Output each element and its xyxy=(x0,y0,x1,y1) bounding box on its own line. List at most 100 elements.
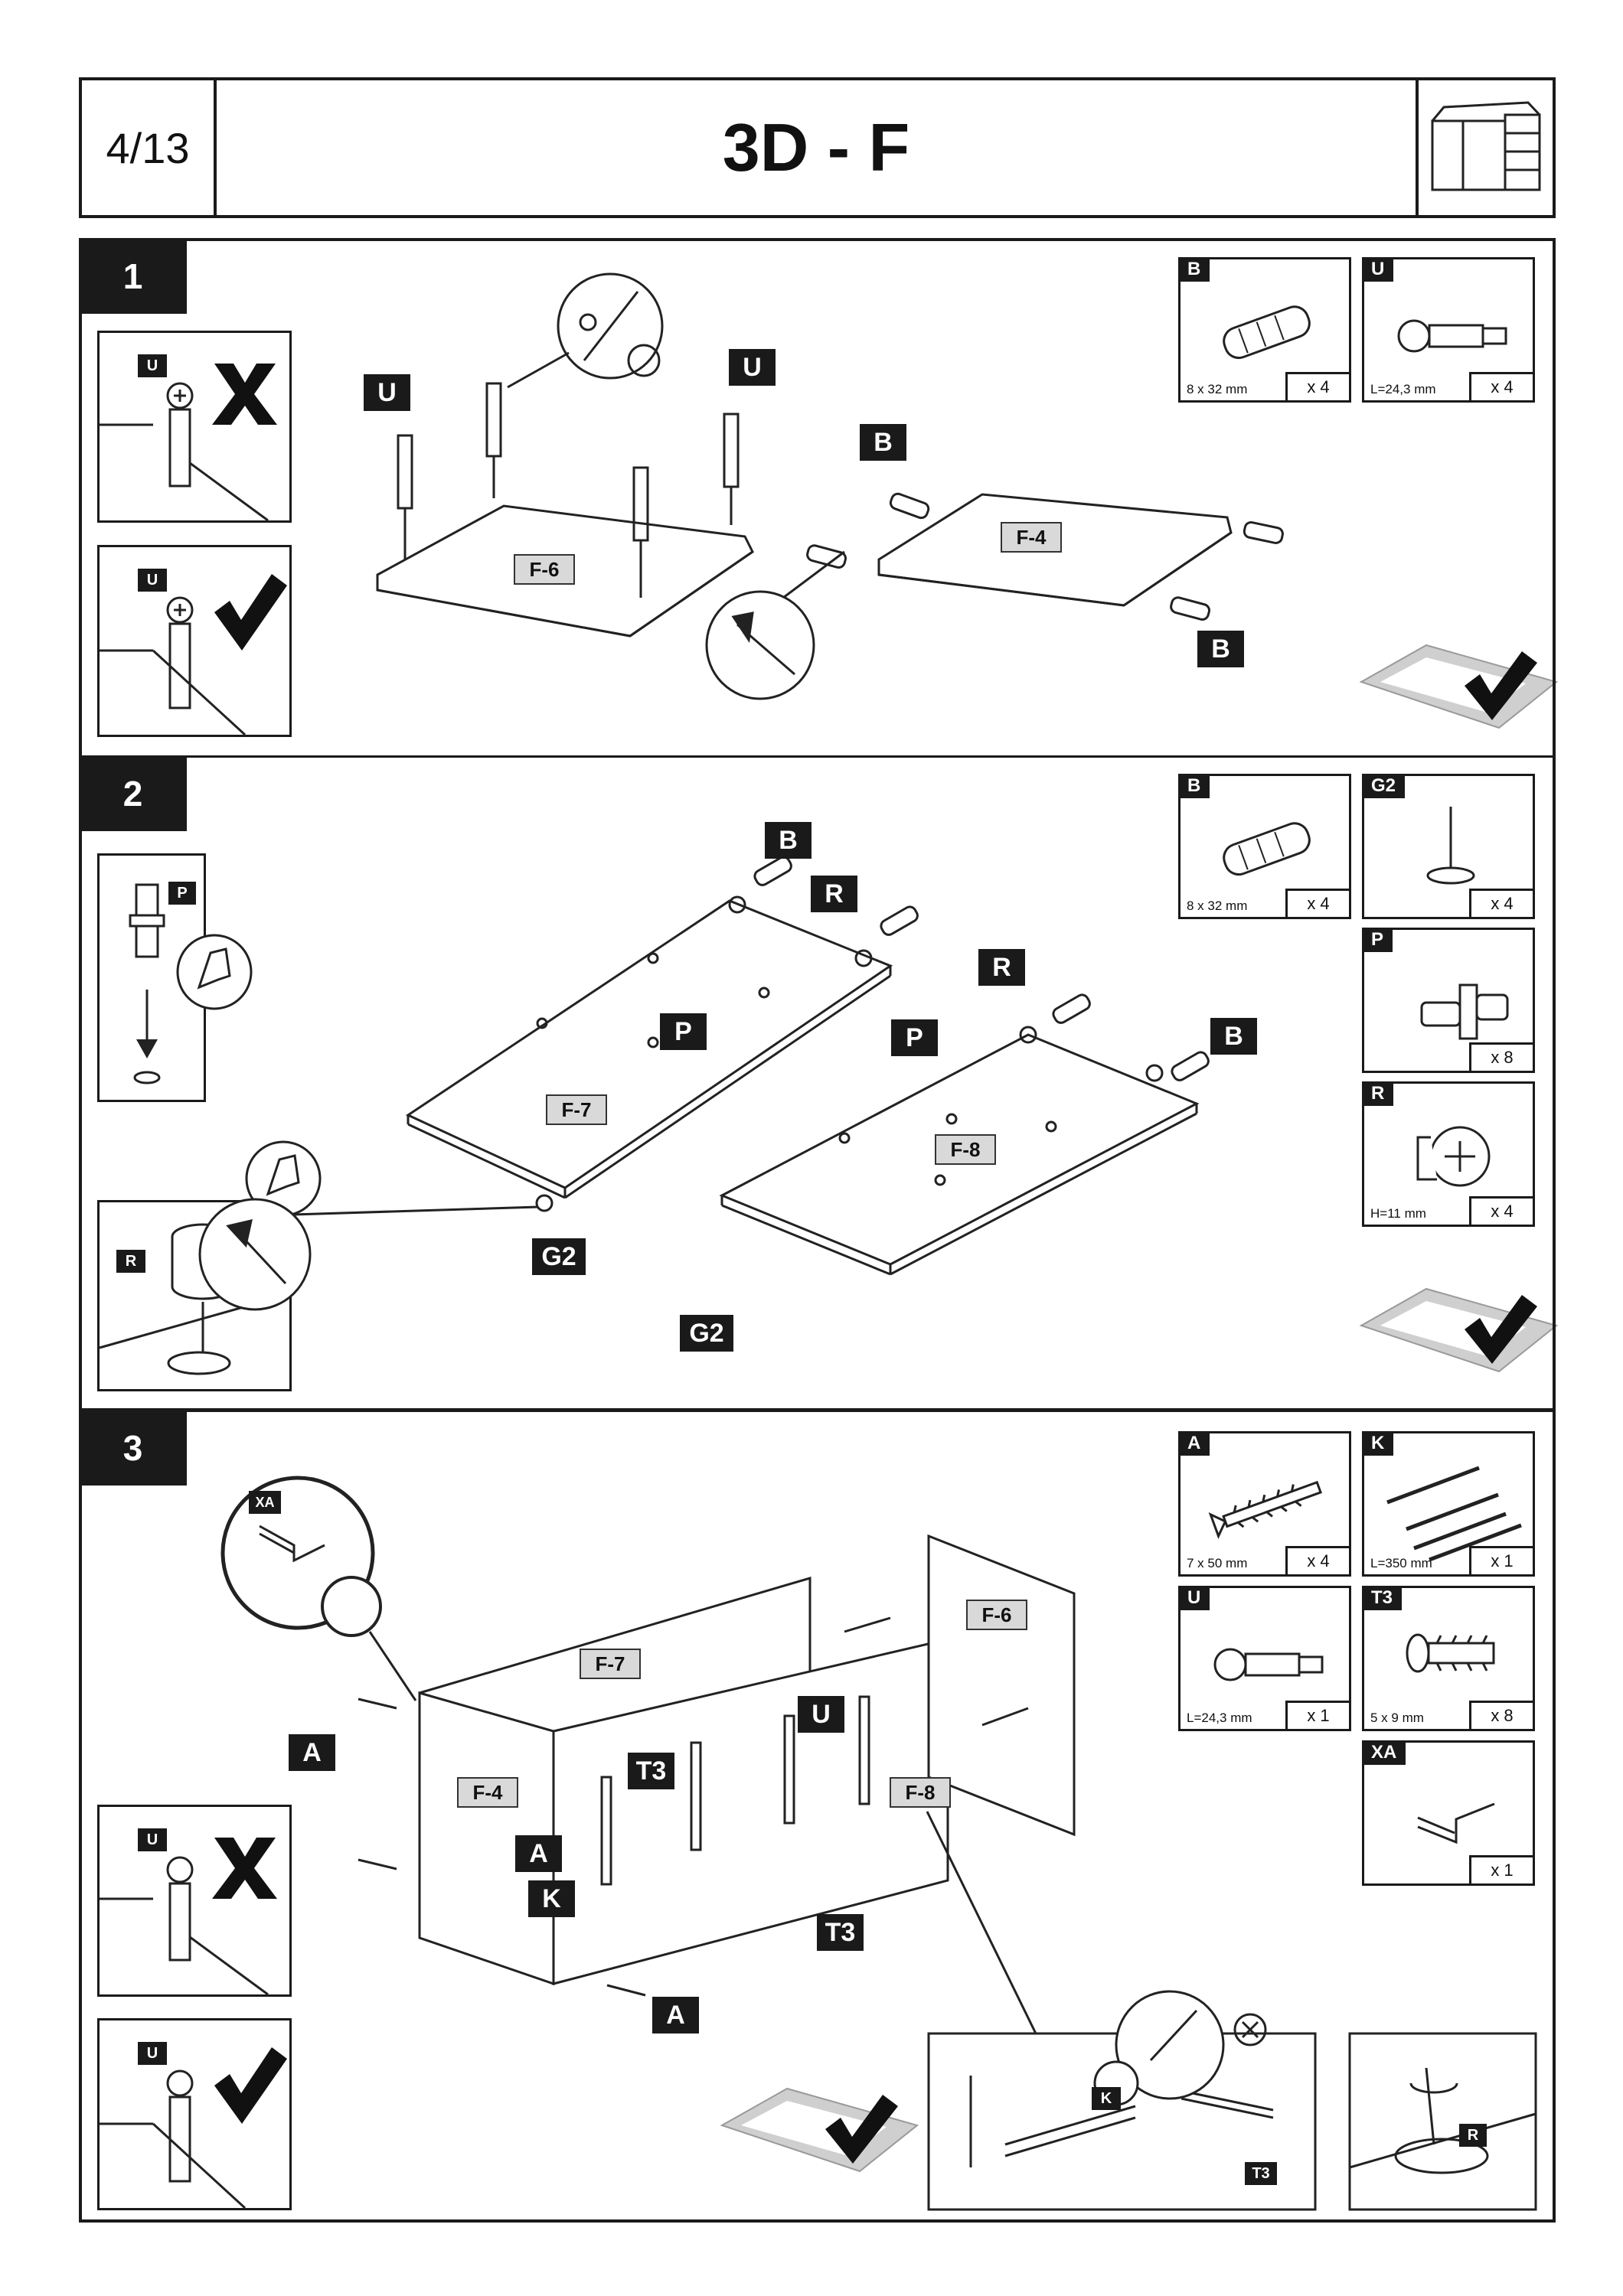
cam-bolt-correct-drawing xyxy=(100,574,287,736)
dowel-icon xyxy=(1223,305,1311,360)
inset-tag: XA xyxy=(249,1491,281,1514)
cross-icon xyxy=(212,364,277,425)
part-code: R xyxy=(1362,1081,1394,1106)
confirmat-screw-icon xyxy=(1208,1480,1322,1539)
part-box: T3 5 x 9 mm x 8 xyxy=(1362,1586,1535,1731)
inset-tag: K xyxy=(1092,2087,1121,2110)
part-tag: A xyxy=(289,1734,335,1771)
part-qty: x 1 xyxy=(1469,1855,1535,1886)
step-number: 2 xyxy=(79,755,187,831)
part-tag: A xyxy=(515,1835,562,1872)
part-box: XA x 1 xyxy=(1362,1740,1535,1886)
inset-tag: P xyxy=(168,882,196,905)
part-box: P x 8 xyxy=(1362,928,1535,1073)
panel-label: F-8 xyxy=(890,1777,951,1808)
part-box: R H=11 mm x 4 xyxy=(1362,1081,1535,1227)
wrong-insertion-inset: U xyxy=(97,1805,292,1997)
product-icon-cell xyxy=(1416,77,1556,218)
part-spec: L=350 mm xyxy=(1370,1556,1432,1570)
part-qty: x 4 xyxy=(1285,372,1351,403)
cam-bolt-correct-drawing xyxy=(100,2047,287,2210)
panel-label: F-8 xyxy=(935,1134,996,1165)
inset-tag: U xyxy=(138,354,167,377)
part-box: U L=24,3 mm x 4 xyxy=(1362,257,1535,403)
panel-label: F-6 xyxy=(514,554,575,585)
hex-key-icon xyxy=(1417,1802,1495,1844)
inset-tag: U xyxy=(138,569,167,592)
completed-check-icon xyxy=(720,2087,919,2173)
part-code: A xyxy=(1178,1431,1210,1456)
inset-tag: T3 xyxy=(1245,2162,1277,2185)
part-spec: 7 x 50 mm xyxy=(1187,1556,1248,1570)
part-tag: B xyxy=(1197,631,1244,667)
part-spec: L=24,3 mm xyxy=(1370,382,1436,396)
part-tag: A xyxy=(652,1997,699,2033)
completed-check-icon xyxy=(1359,644,1559,729)
part-qty: x 8 xyxy=(1469,1701,1535,1731)
cam-bolt-wrong-drawing xyxy=(100,364,277,522)
cam-bolt-wrong-drawing xyxy=(100,1838,277,1996)
part-spec: 8 x 32 mm xyxy=(1187,382,1248,396)
inset-tag: U xyxy=(138,1828,167,1851)
panel-label: F-7 xyxy=(580,1649,641,1679)
page-number: 4/13 xyxy=(106,123,190,172)
part-spec: H=11 mm xyxy=(1370,1206,1426,1221)
part-tag: B xyxy=(860,424,906,461)
part-code: XA xyxy=(1362,1740,1406,1765)
part-spec: 8 x 32 mm xyxy=(1187,899,1248,913)
part-tag: K xyxy=(528,1880,575,1917)
part-box: B 8 x 32 mm x 4 xyxy=(1178,257,1351,403)
inset-tag: R xyxy=(116,1250,145,1273)
correct-insertion-inset: U xyxy=(97,545,292,737)
shelf-pin-inset: P xyxy=(97,853,206,1102)
step-number: 1 xyxy=(79,238,187,314)
part-code: T3 xyxy=(1362,1586,1403,1610)
part-qty: x 1 xyxy=(1469,1546,1535,1577)
part-qty: x 4 xyxy=(1469,372,1535,403)
part-code: U xyxy=(1362,257,1394,282)
part-code: B xyxy=(1178,257,1210,282)
part-code: U xyxy=(1178,1586,1210,1610)
cam-lock-icon xyxy=(1416,1126,1491,1187)
part-tag: P xyxy=(891,1019,938,1056)
dowel-icon xyxy=(1223,822,1311,876)
part-tag: G2 xyxy=(532,1238,586,1275)
title-cell: 3D - F xyxy=(214,77,1419,218)
part-qty: x 4 xyxy=(1469,889,1535,919)
page-number-cell: 4/13 xyxy=(79,77,217,218)
part-box: U L=24,3 mm x 1 xyxy=(1178,1586,1351,1731)
completed-check-icon xyxy=(1359,1287,1559,1373)
cabinet-icon xyxy=(1431,101,1540,191)
part-qty: x 4 xyxy=(1285,1546,1351,1577)
hex-key-magnifier xyxy=(220,1476,382,1637)
part-qty: x 1 xyxy=(1285,1701,1351,1731)
part-spec: 5 x 9 mm xyxy=(1370,1711,1424,1725)
part-tag: U xyxy=(798,1696,844,1733)
part-tag: U xyxy=(729,349,776,386)
panel-label: F-6 xyxy=(966,1600,1027,1630)
part-qty: x 4 xyxy=(1285,889,1351,919)
check-icon xyxy=(214,2047,287,2124)
inset-tag: R xyxy=(1459,2124,1487,2147)
part-code: B xyxy=(1178,774,1210,798)
part-tag: R xyxy=(978,949,1025,986)
part-code: K xyxy=(1362,1431,1394,1456)
cam-bolt-icon xyxy=(1397,319,1507,353)
shelf-pin-drawing xyxy=(129,883,165,1084)
part-code: G2 xyxy=(1362,774,1406,798)
part-tag: P xyxy=(660,1013,707,1050)
check-icon xyxy=(214,574,287,651)
correct-insertion-inset: U xyxy=(97,2018,292,2210)
part-box: G2 x 4 xyxy=(1362,774,1535,919)
wrong-insertion-inset: U xyxy=(97,331,292,523)
part-tag: U xyxy=(364,374,410,411)
part-code: P xyxy=(1362,928,1393,952)
shelf-pin-icon xyxy=(1420,983,1509,1040)
part-tag: T3 xyxy=(817,1914,864,1951)
part-tag: G2 xyxy=(680,1315,733,1352)
glide-nail-icon xyxy=(1426,807,1475,885)
drawer-rail-icon xyxy=(1386,1466,1522,1562)
part-qty: x 4 xyxy=(1469,1196,1535,1227)
cross-icon xyxy=(212,1838,277,1899)
part-tag: B xyxy=(765,822,812,859)
